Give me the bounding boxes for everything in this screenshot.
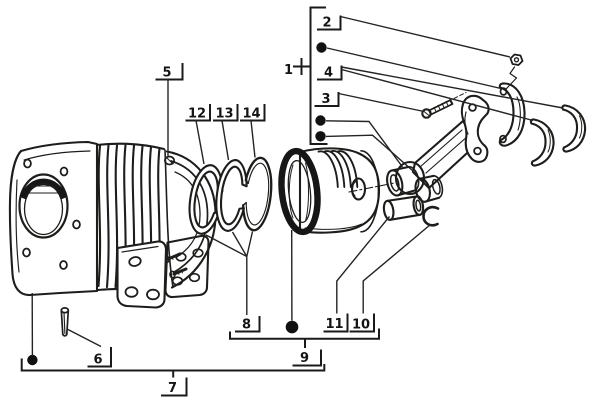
rod-bolt <box>421 92 467 119</box>
cylinder-front-flange <box>116 240 168 309</box>
callout-label-7: 7 <box>168 381 177 396</box>
callout-9: 9 <box>229 229 380 367</box>
small-end-bush-2 <box>414 174 444 203</box>
callout-label-2: 2 <box>322 16 331 31</box>
callout-label-12: 12 <box>188 107 206 122</box>
callout-label-1: 1 <box>284 63 293 78</box>
piston-crown <box>278 147 321 236</box>
item-dot <box>316 42 327 53</box>
item-dot <box>315 131 326 142</box>
callout-dot-bush-2 <box>315 131 418 176</box>
circlip <box>422 205 440 227</box>
callouts: 1 2 4 3 <box>20 6 564 397</box>
cylinder-bore <box>18 173 69 239</box>
item-dot <box>285 320 299 334</box>
callout-13: 13 <box>213 104 239 161</box>
callout-dot-cap <box>316 42 502 90</box>
callout-10: 10 <box>349 223 431 333</box>
callout-5: 5 <box>155 63 184 157</box>
callout-label-8: 8 <box>242 318 251 333</box>
wrist-pin <box>382 195 425 221</box>
callout-label-14: 14 <box>242 107 260 122</box>
cylinder <box>8 140 217 309</box>
piston <box>278 147 398 236</box>
callout-1: 1 <box>284 6 328 145</box>
cylinder-base-flange <box>8 140 99 297</box>
callout-label-13: 13 <box>215 107 233 122</box>
callout-12: 12 <box>185 104 211 165</box>
callout-label-9: 9 <box>300 351 309 366</box>
callout-7: 7 <box>20 292 326 397</box>
item-dot <box>315 115 326 126</box>
dowel-pin <box>60 307 70 337</box>
callout-label-11: 11 <box>325 317 343 332</box>
rod-nut <box>505 53 524 90</box>
callout-2: 2 <box>317 15 511 58</box>
callout-label-6: 6 <box>93 353 102 368</box>
callout-label-5: 5 <box>162 66 171 81</box>
callout-4: 4 <box>317 65 564 122</box>
rod-cap <box>498 82 526 147</box>
item-dot <box>27 354 38 366</box>
callout-8: 8 <box>205 231 261 333</box>
callout-label-4: 4 <box>324 66 333 81</box>
callout-label-3: 3 <box>321 92 330 107</box>
piston-ring-oil <box>242 156 273 232</box>
bearing-shell-inner <box>529 118 555 167</box>
bearing-shell-outer <box>561 104 587 153</box>
connecting-rod <box>394 94 490 196</box>
callout-label-10: 10 <box>352 318 370 333</box>
callout-11: 11 <box>323 216 391 333</box>
callout-14: 14 <box>240 104 266 158</box>
callout-3: 3 <box>314 92 425 113</box>
callout-6: 6 <box>66 328 112 368</box>
